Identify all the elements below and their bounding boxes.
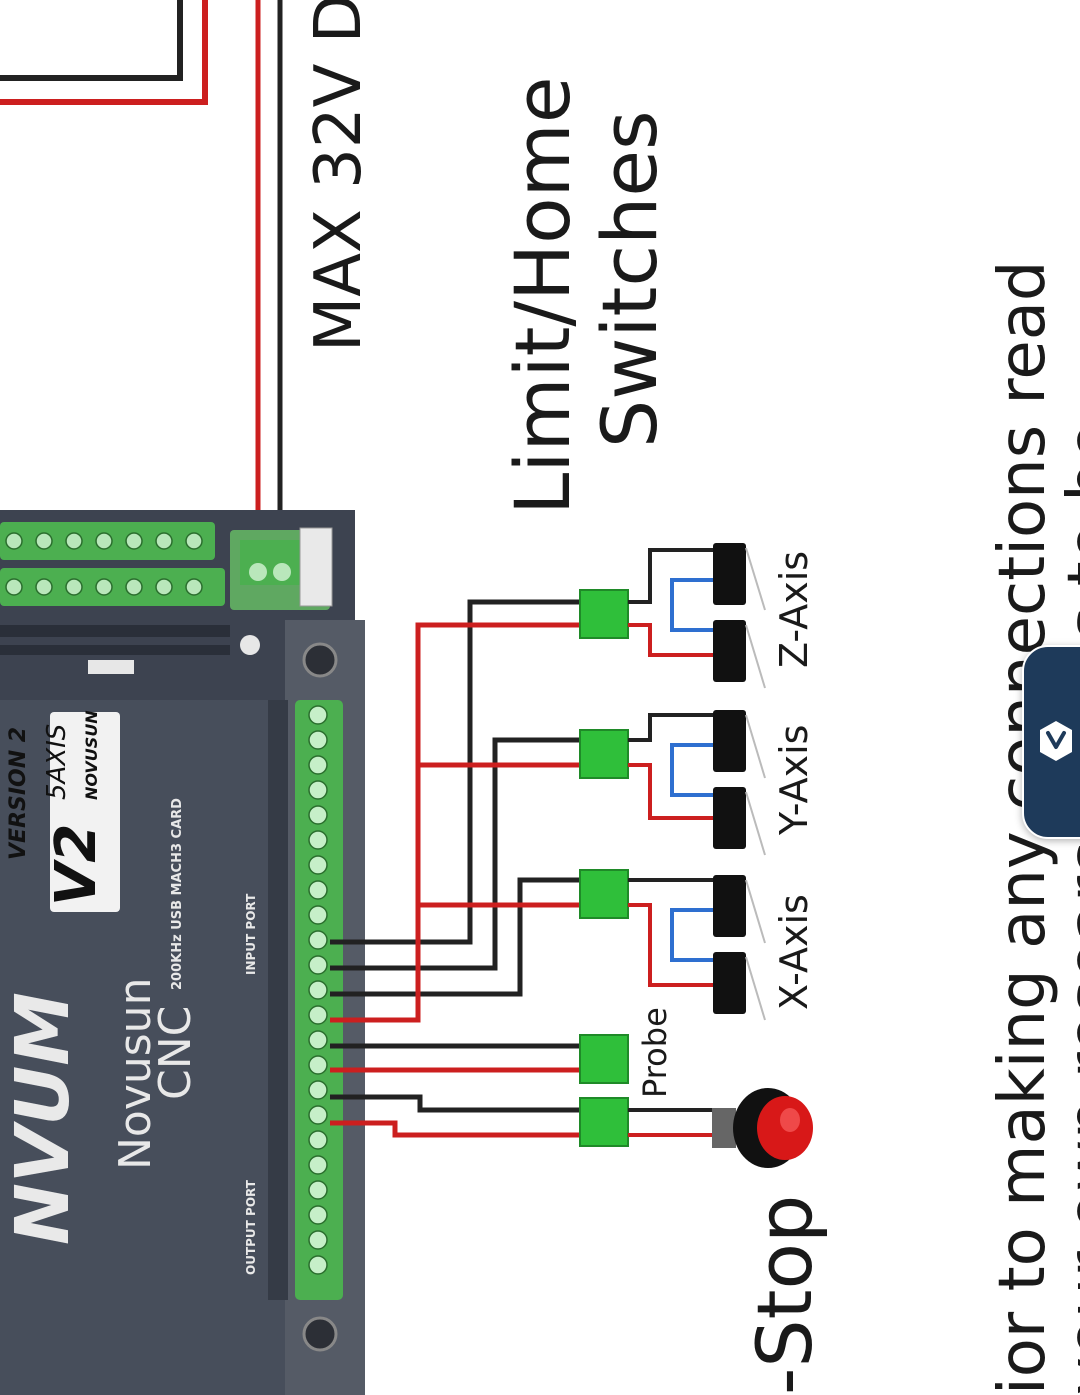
v2-label-card — [50, 712, 120, 912]
switch-wires — [628, 548, 717, 1137]
pin-header-row-2 — [0, 645, 230, 655]
estop-button — [712, 1088, 813, 1168]
pin-header-row-1 — [0, 625, 230, 637]
board-model: 5AXIS — [42, 723, 72, 800]
limit-switches — [713, 543, 766, 1021]
output-port-label: OUTPUT PORT — [244, 1180, 258, 1275]
board-version: VERSION 2 — [6, 726, 31, 860]
board-v2: V2 — [44, 823, 109, 906]
terminal-screws-main — [308, 705, 328, 1275]
power-terminal-block — [240, 540, 300, 585]
plus-marker — [240, 635, 260, 655]
overlay-logo-icon — [1040, 721, 1072, 761]
power-wire-black-1 — [0, 0, 183, 81]
limit-home-label: Limit/Home — [498, 76, 587, 515]
y-axis-label: Y-Axis — [772, 724, 816, 835]
usb-connector — [299, 527, 333, 607]
power-wire-red-1 — [0, 0, 208, 105]
x-axis-label: X-Axis — [772, 894, 816, 1010]
terminal-screws-top — [5, 532, 203, 596]
notice-line-2b: s to be — [1055, 421, 1080, 640]
mount-screw-bottom — [302, 1316, 338, 1352]
board-label-area — [0, 700, 285, 1395]
switches-label: Switches — [585, 110, 674, 448]
probe-label: Probe — [636, 1007, 674, 1098]
inline-connectors — [579, 589, 629, 1147]
power-screw-2 — [273, 563, 291, 581]
signal-wires — [330, 599, 580, 1138]
z-axis-label: Z-Axis — [772, 550, 816, 668]
floating-overlay-button[interactable] — [1022, 645, 1080, 839]
input-port-label: INPUT PORT — [244, 893, 258, 975]
board-brand-small: NOVUSUN — [82, 710, 101, 800]
estop-label: -Stop — [740, 1194, 829, 1395]
max-voltage-label: MAX 32V DC — [302, 0, 376, 352]
label-tab — [88, 660, 134, 674]
board-logo: NVUM — [0, 992, 86, 1245]
terminal-strip-main — [295, 700, 343, 1300]
power-screw-1 — [249, 563, 267, 581]
board-name-2: CNC — [150, 1005, 201, 1100]
pin-labels-strip — [268, 700, 288, 1300]
mount-screw-top — [302, 642, 338, 678]
board-subtitle: 200KHz USB MACH3 CARD — [170, 798, 185, 990]
